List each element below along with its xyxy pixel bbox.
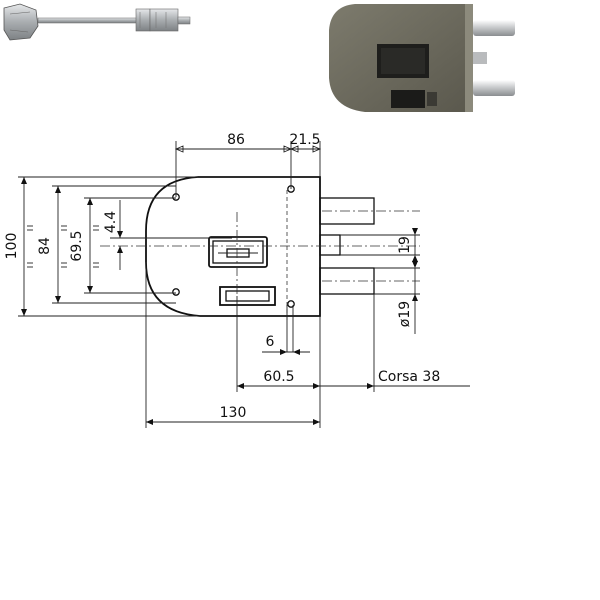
dim-top-offset: 21.5 [289,132,320,148]
dim-bolt-spacing: 19 [397,236,413,254]
dim-bolt-diameter: ø19 [397,301,413,327]
bolt-top [473,20,515,36]
key-bit-left [135,8,151,32]
latch-bolt [473,52,487,64]
dim-height-total: 100 [4,233,20,260]
lock-dimension-drawing: 86 21.5 100 84 69.5 4.4 [4,132,470,428]
dim-top-width: 86 [227,132,245,148]
dim-body-width: 130 [220,405,247,421]
dim-pin-width: 6 [266,334,275,350]
key-bow [3,3,39,41]
key-photo [3,3,191,41]
cylinder-opening [208,236,268,268]
lock-photo [329,4,515,112]
bolt-bottom [473,80,515,96]
screw-holes [172,185,295,308]
handle-block [391,90,425,108]
dim-height-bolts: 69.5 [69,230,85,261]
key-bit-right [149,8,179,32]
dim-stroke: Corsa 38 [378,369,440,385]
dim-backset: 60.5 [263,369,294,385]
dim-offset-cylinder: 4.4 [103,211,119,233]
handle-slot [219,286,276,306]
dim-height-inner: 84 [37,237,53,255]
key-shank [37,17,139,24]
bolts [319,197,420,295]
